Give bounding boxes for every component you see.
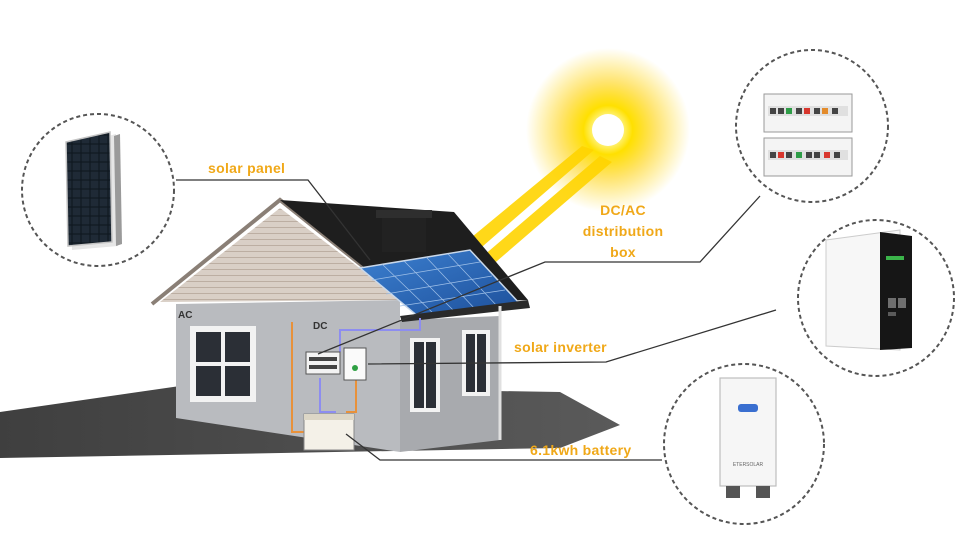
- label-distribution-box-line2: distribution: [578, 221, 668, 242]
- callout-inverter: [798, 220, 954, 376]
- callout-battery: ETERSOLAR: [664, 364, 824, 524]
- house-label-ac: AC: [178, 310, 192, 321]
- house-label-dc: DC: [313, 321, 327, 332]
- window-right-1: [410, 338, 440, 412]
- window-left: [190, 326, 256, 402]
- callout-distribution-box: [736, 50, 888, 202]
- battery-brand-text: ETERSOLAR: [733, 462, 764, 468]
- ground-battery: [304, 414, 354, 450]
- battery-icon: ETERSOLAR: [720, 378, 776, 498]
- label-distribution-box-line1: DC/AC: [578, 200, 668, 221]
- label-distribution-box-line3: box: [578, 242, 668, 263]
- wall-inverter: [344, 348, 366, 380]
- house: [152, 200, 530, 452]
- wall-distribution-box: [306, 352, 340, 374]
- chimney: [382, 214, 426, 252]
- callout-solar-panel: [22, 114, 174, 266]
- inverter-icon: [826, 230, 912, 350]
- solar-panel-icon: [66, 132, 122, 250]
- label-solar-inverter: solar inverter: [514, 339, 607, 355]
- label-distribution-box: DC/AC distribution box: [578, 200, 668, 263]
- label-solar-panel: solar panel: [208, 160, 285, 176]
- label-battery: 6.1kwh battery: [530, 442, 631, 458]
